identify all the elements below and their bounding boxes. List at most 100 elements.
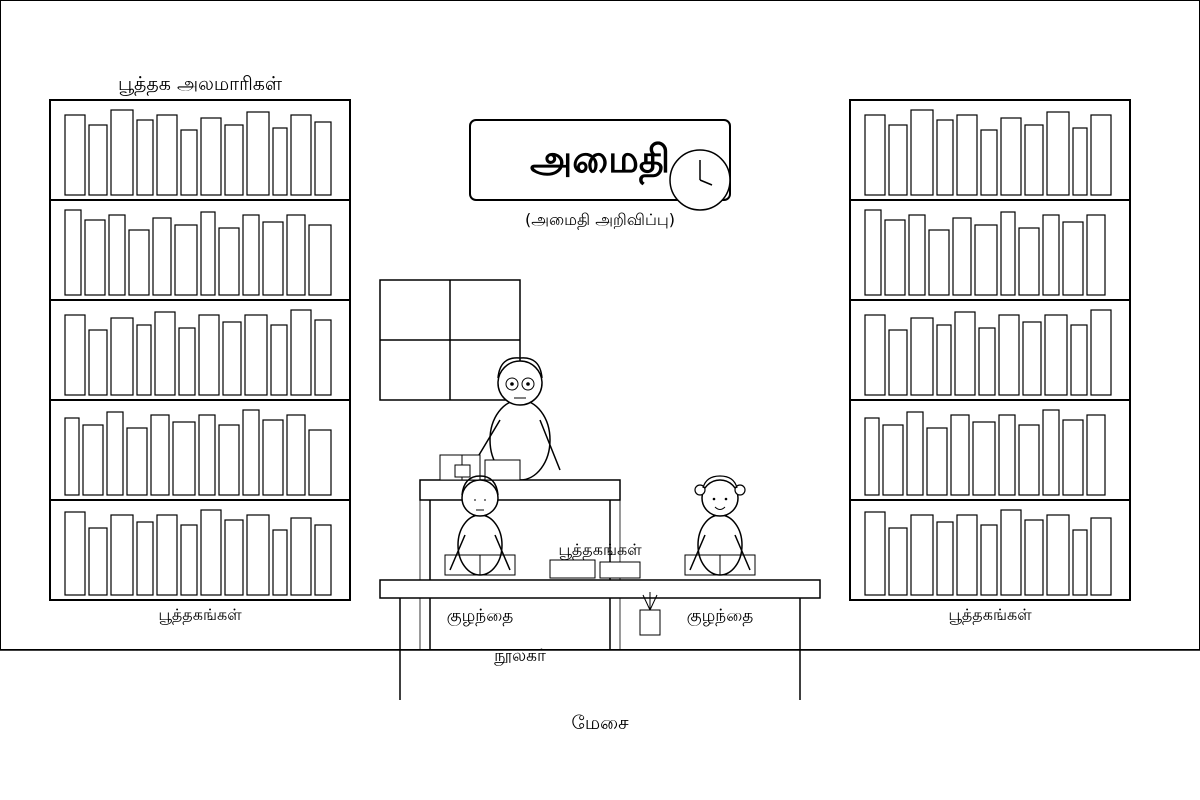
book bbox=[1086, 414, 1106, 496]
sign-board bbox=[469, 119, 731, 201]
book bbox=[224, 124, 244, 196]
book bbox=[980, 129, 998, 196]
book bbox=[152, 217, 172, 296]
book bbox=[1046, 514, 1070, 596]
clock-icon bbox=[669, 149, 731, 211]
book bbox=[972, 421, 996, 496]
table-label: மேசை bbox=[571, 712, 629, 734]
book bbox=[1022, 321, 1042, 396]
book bbox=[1090, 114, 1112, 196]
book bbox=[314, 319, 332, 396]
book bbox=[1018, 424, 1040, 496]
book bbox=[150, 414, 170, 496]
book bbox=[88, 329, 108, 396]
book bbox=[1024, 519, 1044, 596]
book bbox=[1042, 409, 1060, 496]
book bbox=[242, 214, 260, 296]
book bbox=[128, 229, 150, 296]
book bbox=[84, 219, 106, 296]
book bbox=[864, 314, 886, 396]
book bbox=[884, 219, 906, 296]
book bbox=[64, 314, 86, 396]
book bbox=[1018, 227, 1040, 296]
book bbox=[200, 211, 216, 296]
book bbox=[1070, 324, 1088, 396]
book bbox=[64, 511, 86, 596]
book bbox=[88, 527, 108, 596]
book bbox=[1062, 221, 1084, 296]
plant-icon bbox=[639, 592, 661, 636]
book bbox=[910, 109, 934, 196]
book bbox=[888, 329, 908, 396]
book bbox=[936, 119, 954, 196]
book bbox=[888, 527, 908, 596]
child-right-figure bbox=[684, 475, 756, 576]
child-left-figure bbox=[444, 475, 516, 576]
book bbox=[244, 314, 268, 396]
book bbox=[1062, 419, 1084, 496]
book bbox=[198, 314, 220, 396]
book bbox=[106, 411, 124, 496]
left-books-label: பூத்தகங்கள் bbox=[158, 605, 242, 624]
book bbox=[950, 414, 970, 496]
book bbox=[200, 117, 222, 196]
table-books bbox=[549, 559, 641, 579]
book bbox=[224, 519, 244, 596]
book bbox=[998, 414, 1016, 496]
book bbox=[314, 524, 332, 596]
book bbox=[246, 514, 270, 596]
book bbox=[980, 524, 998, 596]
book bbox=[864, 209, 882, 296]
table-books-label: பூத்தகங்கள் bbox=[558, 540, 642, 559]
book bbox=[242, 409, 260, 496]
book bbox=[954, 311, 976, 396]
book bbox=[180, 129, 198, 196]
book bbox=[290, 517, 312, 596]
librarian-glasses-right bbox=[521, 377, 535, 391]
book bbox=[108, 214, 126, 296]
book bbox=[64, 114, 86, 196]
book bbox=[270, 324, 288, 396]
book bbox=[64, 209, 82, 296]
book bbox=[262, 419, 284, 496]
book bbox=[286, 414, 306, 496]
book bbox=[1042, 214, 1060, 296]
book bbox=[910, 514, 934, 596]
book bbox=[882, 424, 904, 496]
left-bookcase-shelves bbox=[50, 199, 350, 501]
book bbox=[888, 124, 908, 196]
book bbox=[174, 224, 198, 296]
book bbox=[910, 317, 934, 396]
table-top bbox=[379, 579, 821, 599]
book bbox=[1090, 309, 1112, 396]
book bbox=[1090, 517, 1112, 596]
book bbox=[308, 429, 332, 496]
book bbox=[978, 327, 996, 396]
book bbox=[926, 427, 948, 496]
book bbox=[246, 111, 270, 196]
book bbox=[308, 224, 332, 296]
reading-table bbox=[379, 579, 821, 700]
book bbox=[200, 509, 222, 596]
book bbox=[218, 424, 240, 496]
cabinets-label: பூத்தக அலமாரிகள் bbox=[118, 73, 283, 96]
right-books-label: பூத்தகங்கள் bbox=[948, 605, 1032, 624]
book bbox=[286, 214, 306, 296]
right-bookcase-books bbox=[864, 109, 1112, 596]
book bbox=[906, 411, 924, 496]
book bbox=[136, 324, 152, 396]
child-right-label: குழந்தை bbox=[687, 606, 754, 626]
book bbox=[110, 109, 134, 196]
book bbox=[272, 127, 288, 196]
left-bookcase bbox=[49, 99, 351, 601]
book bbox=[156, 114, 178, 196]
book bbox=[1000, 509, 1022, 596]
book bbox=[952, 217, 972, 296]
book bbox=[222, 321, 242, 396]
book bbox=[1072, 529, 1088, 596]
book bbox=[1000, 211, 1016, 296]
book bbox=[262, 221, 284, 296]
book bbox=[64, 417, 80, 496]
window-icon bbox=[379, 279, 521, 401]
